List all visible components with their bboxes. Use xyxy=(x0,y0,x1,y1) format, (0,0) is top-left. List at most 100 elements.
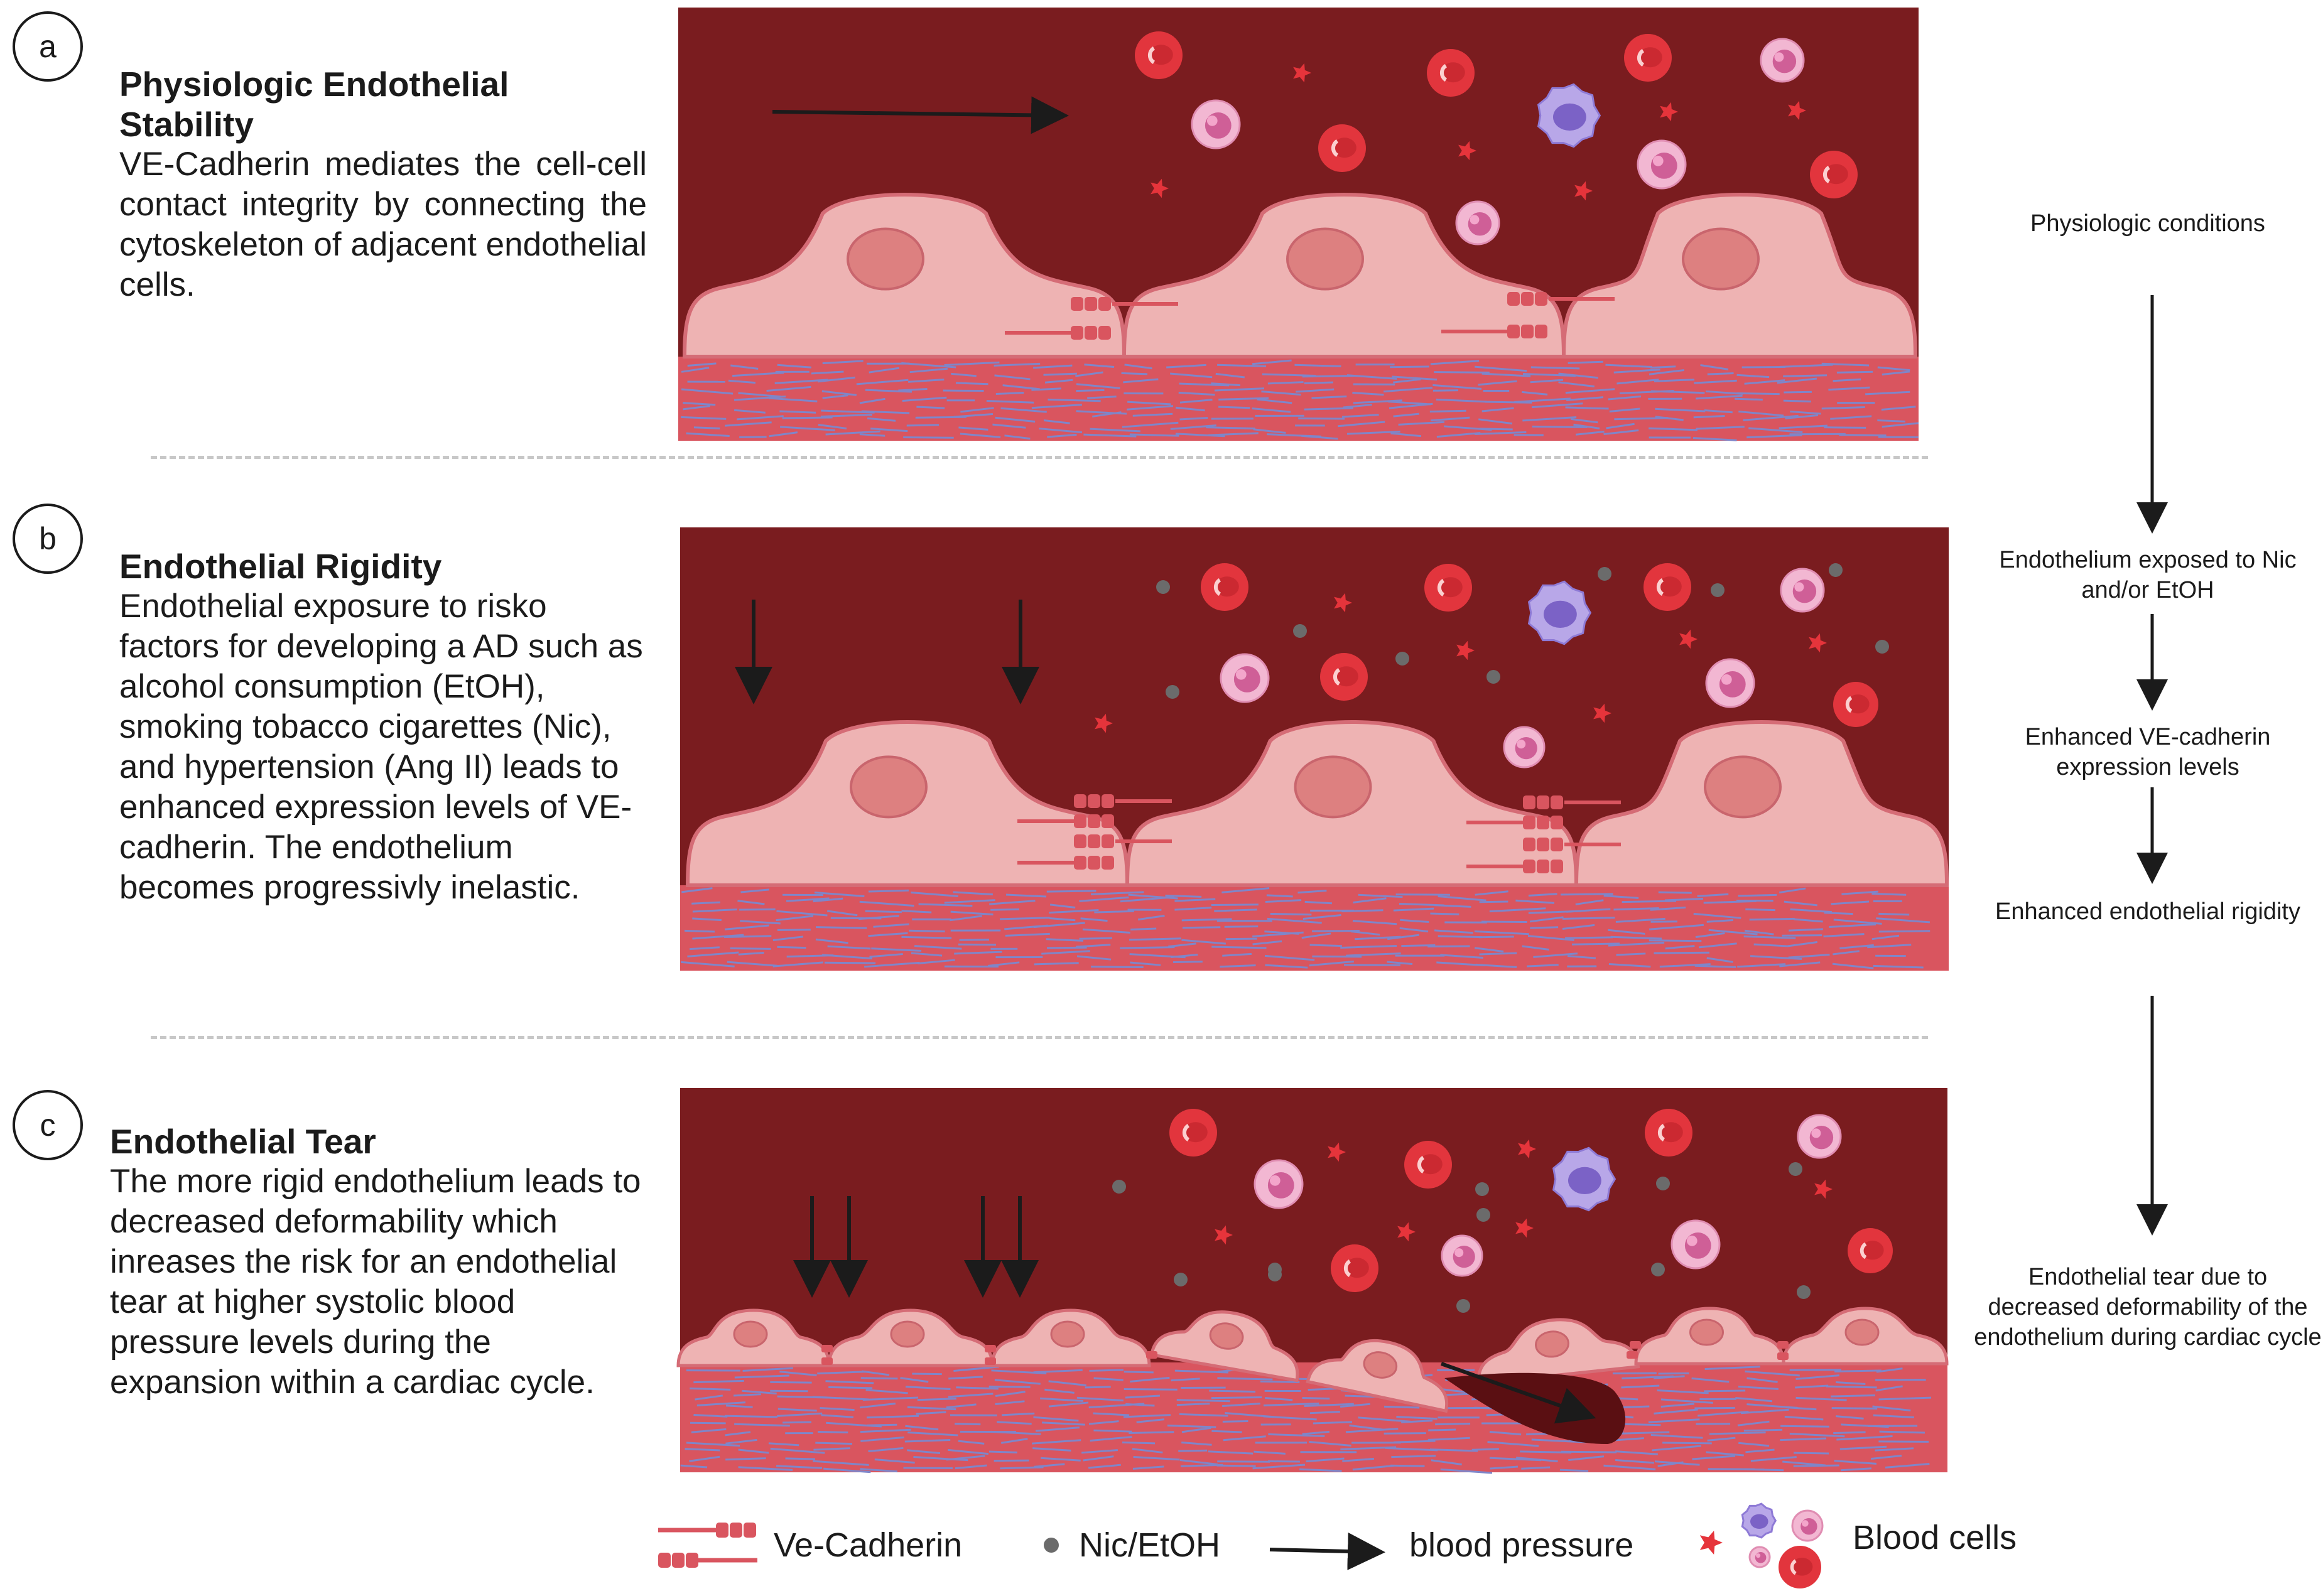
nic-etoh-particle xyxy=(1268,1268,1282,1281)
blood-pressure-arrow xyxy=(1441,1362,1596,1424)
legend-blood-cells-label: Blood cells xyxy=(1853,1519,2017,1556)
legend-ve-cadherin-label: Ve-Cadherin xyxy=(774,1526,963,1564)
cell-nucleus xyxy=(1286,227,1364,291)
platelet xyxy=(1215,1225,1233,1245)
nic-etoh-particle xyxy=(1711,583,1725,597)
panel-b-body: Endothelial exposure to risko factors fo… xyxy=(119,588,643,906)
platelet xyxy=(1095,713,1113,733)
lymphocyte xyxy=(1748,1546,1771,1568)
flow-step-2: Endothelium exposed to Nic and/or EtOH xyxy=(1999,547,2297,603)
panel-c-scene xyxy=(676,1088,1949,1474)
legend-blood-pressure-arrow xyxy=(1269,1532,1385,1570)
ve-cadherin-junction xyxy=(1074,794,1172,808)
red-blood-cell xyxy=(1427,49,1475,97)
ve-cadherin-junction xyxy=(1441,325,1547,338)
red-blood-cell xyxy=(1331,1244,1378,1292)
panel-c-body: The more rigid endothelium leads to decr… xyxy=(110,1163,641,1401)
lymphocyte xyxy=(1220,653,1270,703)
panel-c-title: Endothelial Tear xyxy=(110,1122,376,1161)
panel-b-text: Endothelial Rigidity Endothelial exposur… xyxy=(119,546,647,908)
ve-cadherin-junction xyxy=(1630,1341,1641,1349)
lymphocyte xyxy=(1503,726,1546,768)
platelet xyxy=(1788,100,1806,121)
ve-cadherin-junction xyxy=(1507,292,1615,306)
red-blood-cell xyxy=(1848,1228,1893,1273)
lymphocyte xyxy=(1441,1234,1483,1277)
ve-cadherin-junction xyxy=(1777,1352,1789,1360)
platelet xyxy=(1293,63,1311,83)
nic-etoh-particle xyxy=(1486,670,1500,684)
nic-etoh-particle xyxy=(1456,1299,1470,1313)
platelet xyxy=(1456,640,1475,661)
endothelial-cell-small xyxy=(827,1308,994,1367)
monocyte xyxy=(1552,1146,1616,1212)
endothelial-cell xyxy=(682,193,1127,359)
nic-etoh-particle xyxy=(1112,1180,1126,1194)
endothelial-cell xyxy=(1574,720,1949,887)
nic-etoh-particle xyxy=(1166,685,1179,699)
platelet xyxy=(1334,593,1352,613)
lymphocyte xyxy=(1191,99,1241,149)
ve-cadherin-junction xyxy=(821,1345,833,1352)
panel-label-b: b xyxy=(13,504,83,574)
ve-cadherin-junction xyxy=(1523,838,1621,851)
ve-cadherin-junction xyxy=(1466,816,1563,829)
panel-label-c: c xyxy=(13,1090,83,1160)
legend-ve-cadherin-icon xyxy=(658,1523,757,1568)
lymphocyte xyxy=(1791,1509,1824,1542)
platelet xyxy=(1458,141,1476,161)
blood-pressure-arrow xyxy=(772,96,1069,134)
lymphocyte xyxy=(1455,200,1500,245)
separator-2 xyxy=(151,1036,1928,1039)
matrix-fibers xyxy=(681,359,1919,441)
cell-nucleus xyxy=(1294,755,1372,819)
lymphocyte xyxy=(1254,1159,1304,1209)
panel-a-text: Physiologic Endothelial Stability VE-Cad… xyxy=(119,64,647,305)
panel-b-title: Endothelial Rigidity xyxy=(119,547,442,586)
ve-cadherin-junction xyxy=(1005,326,1111,340)
monocyte xyxy=(1527,580,1592,645)
panel-a-scene xyxy=(678,8,1919,441)
nic-etoh-particle xyxy=(1797,1285,1811,1299)
matrix-fibers xyxy=(681,887,1930,969)
red-blood-cell xyxy=(1779,1546,1821,1588)
platelet xyxy=(1574,181,1593,201)
ve-cadherin-junction xyxy=(1074,834,1172,848)
ve-cadherin-junction xyxy=(1523,795,1621,809)
platelet xyxy=(1515,1218,1534,1238)
nic-etoh-particle xyxy=(1875,640,1889,654)
nic-etoh-particle xyxy=(1293,624,1307,638)
platelet xyxy=(1814,1179,1833,1199)
endothelial-cell-small xyxy=(1477,1318,1640,1386)
nic-etoh-particle xyxy=(1656,1177,1670,1190)
red-blood-cell xyxy=(1404,1141,1452,1189)
ve-cadherin-junction xyxy=(1017,814,1114,828)
endothelial-cell-small xyxy=(990,1308,1151,1367)
panel-c-text: Endothelial Tear The more rigid endothel… xyxy=(110,1121,650,1403)
cell-nucleus xyxy=(1209,1322,1244,1350)
lymphocyte xyxy=(1760,38,1805,83)
platelet xyxy=(1809,633,1827,653)
ve-cadherin-junction xyxy=(1627,1351,1638,1359)
cell-nucleus xyxy=(1844,1318,1880,1346)
endothelial-cell-small xyxy=(1306,1339,1449,1413)
ve-cadherin-junction xyxy=(1071,297,1178,311)
red-blood-cell xyxy=(1424,564,1472,612)
flow-step-3: Enhanced VE-cadherin expression levels xyxy=(2025,724,2271,780)
cell-nucleus xyxy=(890,1320,925,1348)
platelet xyxy=(1679,629,1698,649)
ve-cadherin-junction xyxy=(1146,1351,1157,1359)
ve-cadherin-junction xyxy=(1777,1341,1789,1349)
lymphocyte xyxy=(1637,139,1687,190)
cell-nucleus xyxy=(850,755,928,819)
platelet xyxy=(1397,1222,1416,1242)
endothelial-cell xyxy=(685,720,1130,887)
nic-etoh-particle xyxy=(1156,580,1170,594)
platelet xyxy=(1151,178,1169,198)
ve-cadherin-junction xyxy=(985,1357,996,1365)
panel-a-title: Physiologic Endothelial Stability xyxy=(119,65,509,144)
cell-nucleus xyxy=(1535,1330,1569,1358)
legend xyxy=(658,1502,1824,1588)
lymphocyte xyxy=(1797,1114,1842,1159)
